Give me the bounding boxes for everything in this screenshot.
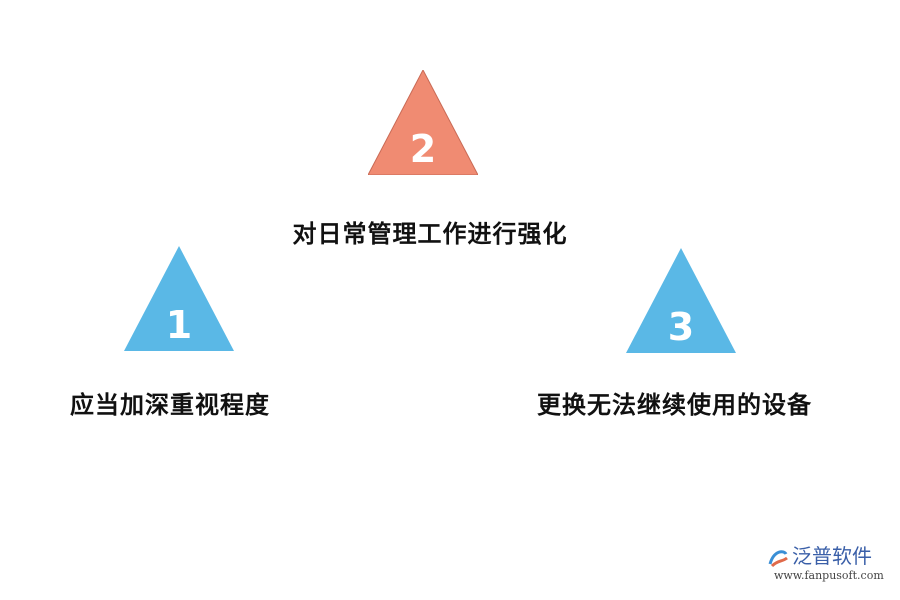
watermark-url: www.fanpusoft.com — [774, 569, 884, 582]
triangle-shape-2 — [368, 70, 478, 175]
node-label-2: 对日常管理工作进行强化 — [292, 220, 568, 248]
triangle-shape-1 — [124, 246, 234, 351]
watermark: 泛普软件 www.fanpusoft.com — [766, 544, 888, 584]
triangle-shape-3 — [626, 248, 736, 353]
fanpu-logo-icon — [768, 550, 788, 568]
watermark-name: 泛普软件 — [792, 544, 872, 568]
triangle-node-2: 2 — [368, 70, 478, 175]
node-label-3: 更换无法继续使用的设备 — [537, 391, 812, 419]
triangle-node-3: 3 — [626, 248, 736, 353]
triangle-number-1: 1 — [165, 303, 193, 347]
node-label-1: 应当加深重视程度 — [70, 391, 270, 419]
triangle-number-3: 3 — [667, 305, 695, 349]
triangle-node-1: 1 — [124, 246, 234, 351]
triangle-number-2: 2 — [409, 127, 437, 171]
